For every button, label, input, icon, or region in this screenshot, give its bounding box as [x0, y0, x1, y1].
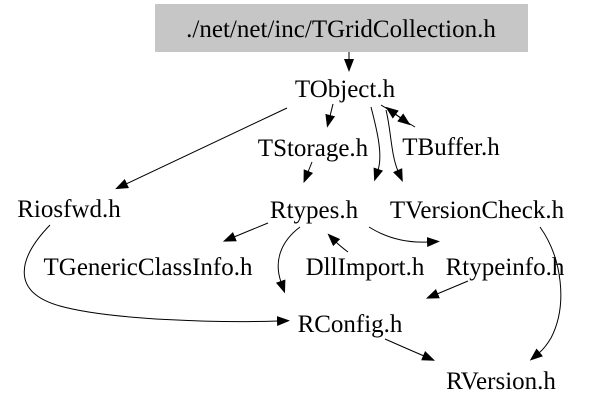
graph-node-rversion[interactable]: RVersion.h [446, 368, 556, 395]
edge-rtypes-rconfig [275, 226, 301, 294]
graph-node-tversioncheck[interactable]: TVersionCheck.h [390, 197, 565, 224]
graph-node-dllimport[interactable]: DllImport.h [306, 254, 425, 281]
edge-tobject-rtypes [370, 106, 384, 182]
edge-riosfwd-rconfig [23, 224, 290, 327]
graph-node-tobject[interactable]: TObject.h [295, 76, 396, 103]
graph-node-rtypeinfo[interactable]: Rtypeinfo.h [446, 254, 565, 281]
edge-tobject-tversioncheck [385, 109, 403, 182]
graph-node-riosfwd[interactable]: Riosfwd.h [17, 196, 121, 223]
graph-node-root: ./net/net/inc/TGridCollection.h [186, 16, 496, 43]
edges [23, 52, 562, 361]
root-node-box [155, 4, 528, 52]
graph-node-tstorage[interactable]: TStorage.h [258, 135, 369, 162]
edge-rtypeinfo-rconfig [425, 280, 469, 299]
graph-node-rconfig[interactable]: RConfig.h [298, 311, 403, 338]
graph-node-rtypes[interactable]: Rtypes.h [270, 197, 359, 224]
edge-tversioncheck-rversion [529, 226, 562, 361]
edge-rtypes-tgenericclassinfo [222, 222, 269, 242]
edge-tstorage-rtypes [303, 161, 314, 184]
graph-node-tgenericclassinfo[interactable]: TGenericClassInfo.h [44, 254, 253, 281]
edge-dllimport-rtypes [327, 233, 349, 253]
graph-node-tbuffer[interactable]: TBuffer.h [402, 134, 500, 161]
edge-tobject-riosfwd [115, 107, 288, 190]
edge-rconfig-rversion [384, 338, 436, 361]
edge-tobject-tstorage [325, 103, 336, 128]
edge-tbuffer-tobject [385, 106, 416, 128]
edge-rtypes-rtypeinfo [368, 226, 440, 248]
